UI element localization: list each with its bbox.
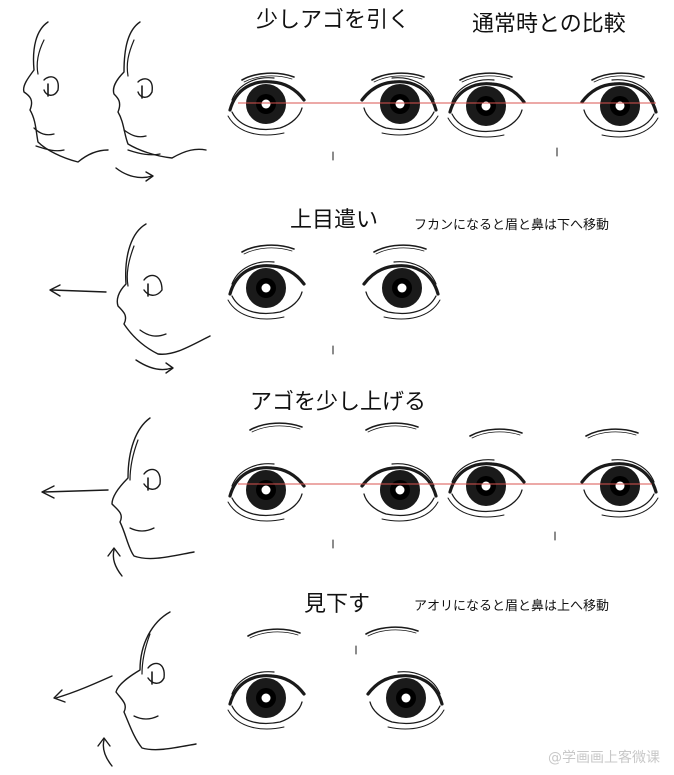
section-title-upward-glance: 上目遣い: [290, 208, 379, 233]
eyes-chin-down-left: [226, 72, 438, 161]
watermark: @学画画上客微课: [548, 750, 660, 766]
head-sketch-chin-up: [41, 417, 195, 577]
eyes-upward-glance: [226, 244, 440, 355]
section-title-look-down: 見下す: [304, 592, 371, 617]
section-note-look-down: アオリになると眉と鼻は上へ移動: [414, 599, 610, 614]
eyes-look-down: [226, 626, 444, 731]
head-sketch-chin-down-1: [22, 21, 109, 163]
head-sketch-look-down: [53, 611, 197, 767]
eyes-chin-down-compare: [446, 72, 658, 157]
eyes-chin-up-left: [226, 422, 438, 549]
section-title-chin-down: 少しアゴを引く: [256, 8, 411, 33]
eyes-chin-up-compare: [446, 428, 658, 541]
head-sketch-upward-glance: [49, 223, 211, 374]
section-title-chin-up: アゴを少し上げる: [250, 390, 427, 415]
head-sketch-chin-down-2: [112, 21, 207, 182]
section-note-upward-glance: フカンになると眉と鼻は下へ移動: [414, 218, 610, 233]
section-compare-chin-down: 通常時との比較: [472, 12, 626, 37]
